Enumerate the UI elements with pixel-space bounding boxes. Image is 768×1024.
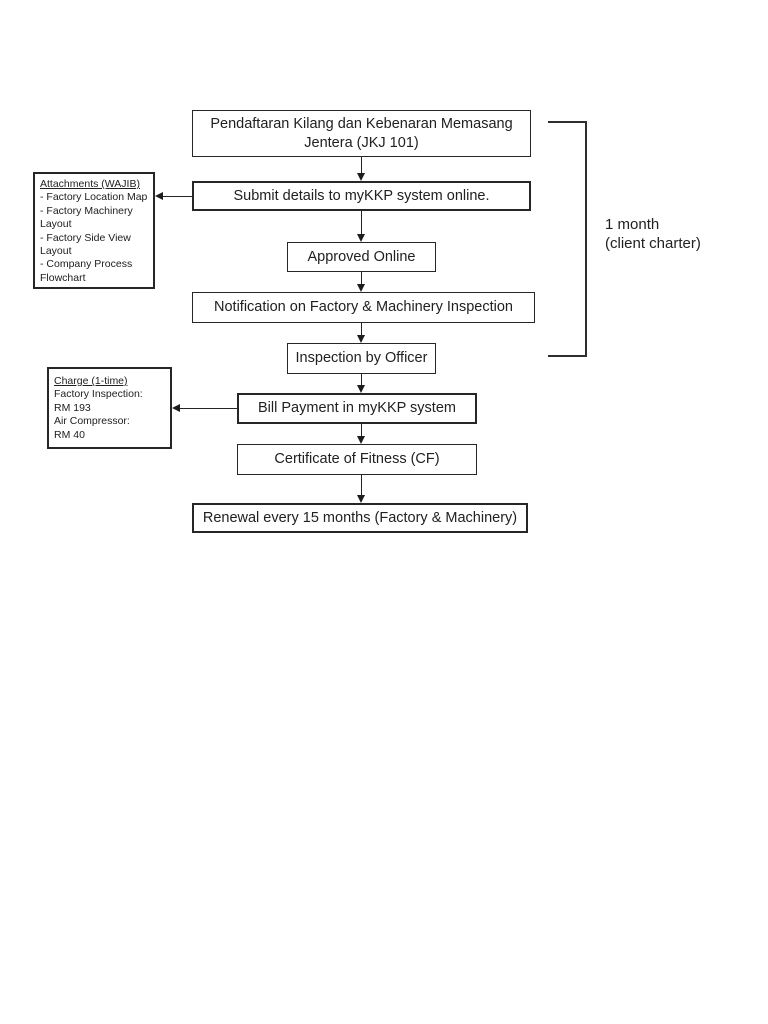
flow-arrow-down [360, 475, 363, 495]
client-charter-line: (client charter) [605, 235, 701, 252]
flow-step-text: Approved Online [307, 248, 416, 265]
client-charter-line: 1 month [605, 216, 660, 233]
arrow-left-icon [155, 192, 163, 200]
flow-step-text: Jentera (JKJ 101) [304, 134, 419, 151]
attachments-note-line: - Factory Side View [40, 231, 131, 244]
flow-arrow-down [360, 374, 363, 385]
flow-step-text: Pendaftaran Kilang dan Kebenaran Memasan… [210, 115, 513, 132]
flow-step-submit-details: Submit details to myKKP system online. [192, 181, 531, 211]
arrow-left-icon [172, 404, 180, 412]
flow-arrow-down [360, 424, 363, 436]
attachments-note-line: Flowchart [40, 271, 86, 284]
attachments-note-line: - Factory Machinery [40, 204, 133, 217]
note-arrow-left [180, 407, 237, 410]
flow-step-text: Submit details to myKKP system online. [233, 187, 490, 204]
attachments-note-line: - Factory Location Map [40, 191, 148, 204]
charge-note-line: Factory Inspection: [54, 388, 143, 401]
arrow-down-icon [356, 173, 365, 181]
arrow-down-icon [356, 234, 365, 242]
attachments-note-line: - Company Process [40, 258, 133, 271]
client-charter-bracket [585, 121, 587, 357]
flow-step-text: Renewal every 15 months (Factory & Machi… [202, 509, 518, 526]
attachments-note-line: Layout [40, 245, 72, 258]
flow-step-inspection-by-officer: Inspection by Officer [287, 343, 436, 374]
flow-step-text: Notification on Factory & Machinery Insp… [214, 299, 513, 315]
flow-arrow-down [360, 272, 363, 285]
arrow-down-icon [356, 436, 365, 444]
arrow-down-icon [356, 335, 365, 343]
flow-arrow-down [360, 157, 363, 174]
arrow-down-icon [356, 284, 365, 292]
charge-note-line: RM 40 [54, 428, 85, 441]
flow-arrow-down [360, 323, 363, 336]
arrow-down-icon [356, 385, 365, 393]
flow-step-text: Certificate of Fitness (CF) [274, 451, 440, 467]
flow-step-approved-online: Approved Online [287, 242, 436, 272]
charge-note-line: RM 193 [54, 401, 91, 414]
note-arrow-left [163, 195, 192, 198]
flow-step-bill-payment: Bill Payment in myKKP system [237, 393, 477, 424]
flow-step-text: Bill Payment in myKKP system [258, 400, 456, 416]
attachments-note-title: Attachments (WAJIB) [40, 178, 140, 190]
flow-arrow-down [360, 211, 363, 234]
charge-note: Charge (1-time) Factory Inspection: RM 1… [47, 367, 172, 449]
charge-note-title: Charge (1-time) [54, 375, 128, 387]
charge-note-line: Air Compressor: [54, 415, 130, 428]
flow-step-registration: Pendaftaran Kilang dan Kebenaran Memasan… [192, 110, 531, 157]
client-charter-label: 1 month (client charter) [605, 215, 701, 253]
client-charter-bracket [548, 355, 587, 357]
flow-step-notification-inspection: Notification on Factory & Machinery Insp… [192, 292, 535, 323]
flow-step-renewal: Renewal every 15 months (Factory & Machi… [192, 503, 528, 533]
flow-step-certificate-of-fitness: Certificate of Fitness (CF) [237, 444, 477, 475]
client-charter-bracket [548, 121, 587, 123]
arrow-down-icon [356, 495, 365, 503]
flow-step-text: Inspection by Officer [295, 350, 428, 366]
attachments-note: Attachments (WAJIB) - Factory Location M… [33, 172, 155, 289]
attachments-note-line: Layout [40, 218, 72, 231]
